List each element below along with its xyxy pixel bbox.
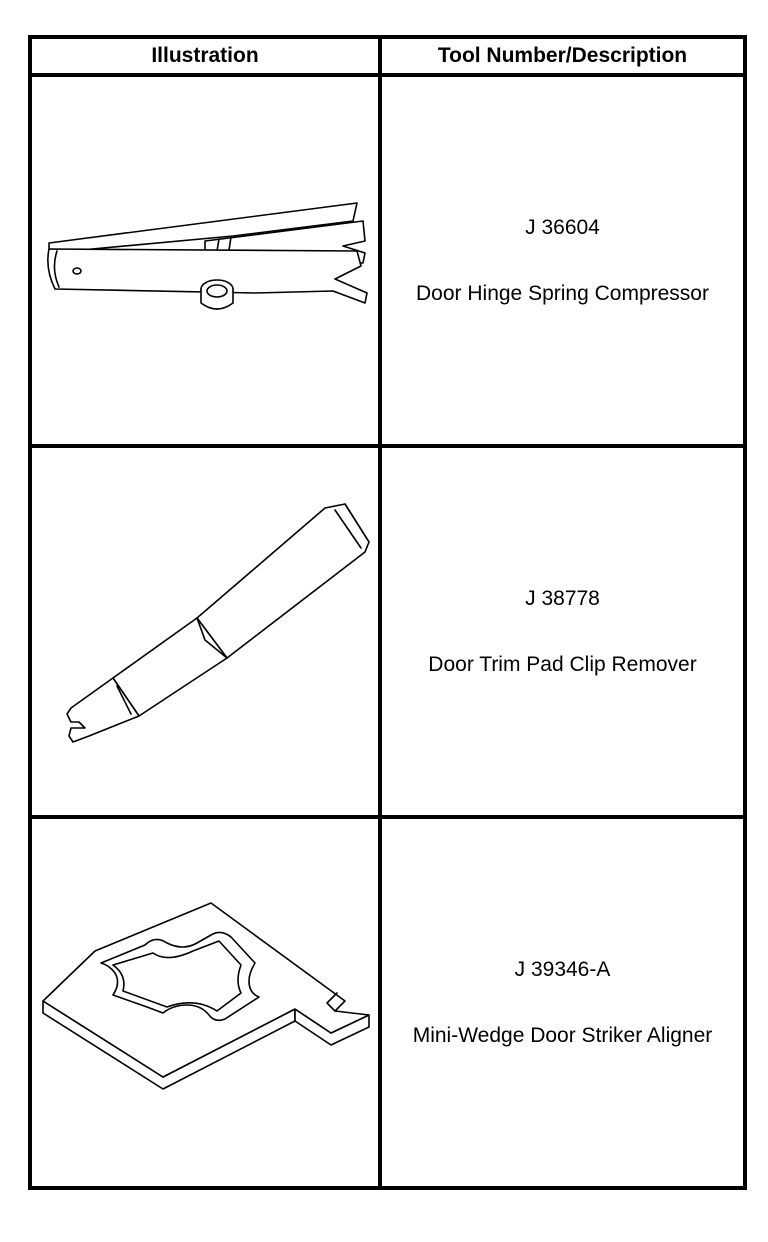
tool-number: J 39346-A (514, 957, 611, 981)
tool-description: Door Trim Pad Clip Remover (428, 652, 697, 676)
trim-pad-clip-remover-icon (66, 502, 370, 743)
header-row: Illustration Tool Number/Description (28, 35, 747, 77)
tool-description: Door Hinge Spring Compressor (416, 281, 709, 305)
description-cell: J 38778 Door Trim Pad Clip Remover (378, 444, 747, 819)
tool-table: Illustration Tool Number/Description (28, 35, 747, 1190)
table-row: J 39346-A Mini-Wedge Door Striker Aligne… (28, 815, 747, 1190)
description-cell: J 36604 Door Hinge Spring Compressor (378, 73, 747, 448)
tool-number: J 36604 (525, 215, 600, 239)
illustration-cell (28, 444, 382, 819)
tool-description: Mini-Wedge Door Striker Aligner (412, 1023, 713, 1047)
striker-aligner-icon (42, 901, 370, 1090)
illustration-cell (28, 815, 382, 1190)
header-tool-description: Tool Number/Description (378, 35, 747, 77)
header-illustration: Illustration (28, 35, 382, 77)
illustration-cell (28, 73, 382, 448)
description-cell: J 39346-A Mini-Wedge Door Striker Aligne… (378, 815, 747, 1190)
tool-number: J 38778 (525, 586, 600, 610)
hinge-spring-compressor-icon (47, 201, 368, 310)
table-row: J 38778 Door Trim Pad Clip Remover (28, 444, 747, 819)
table-row: J 36604 Door Hinge Spring Compressor (28, 73, 747, 448)
